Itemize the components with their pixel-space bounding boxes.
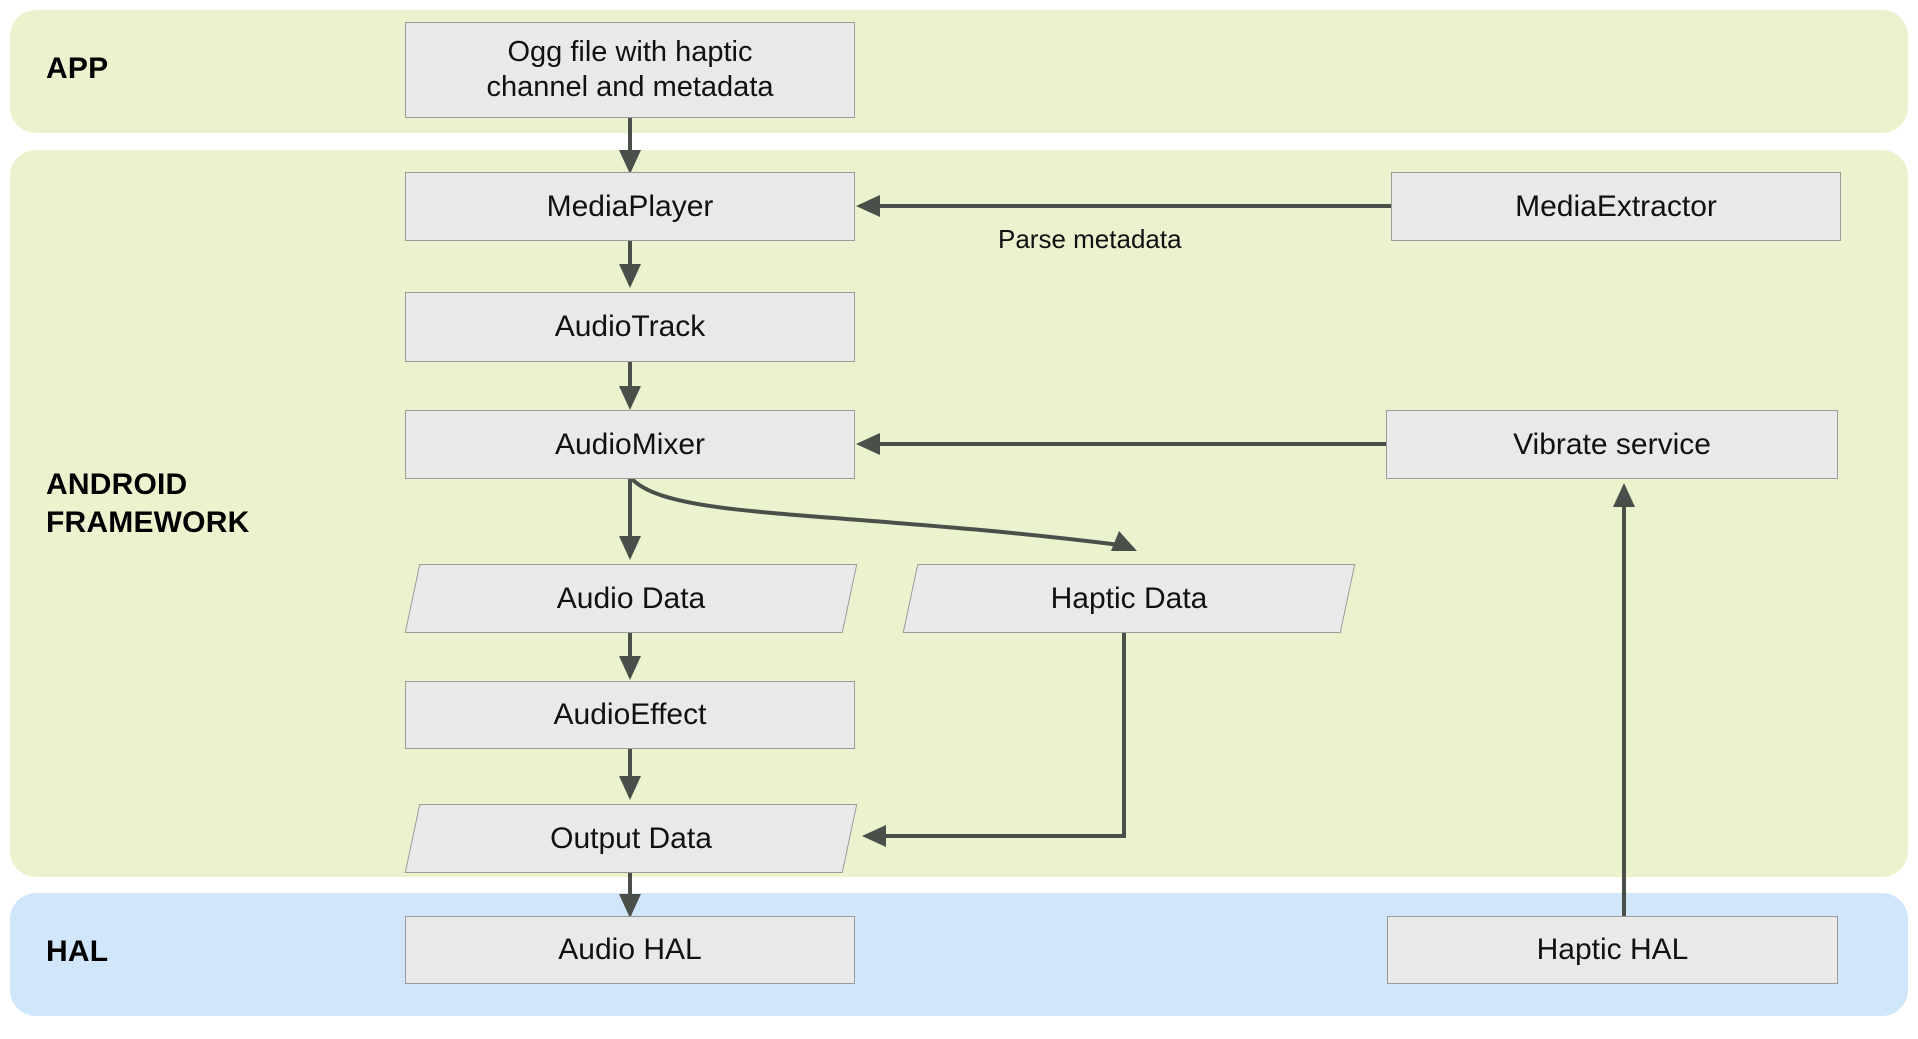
node-audioeffect[interactable]: AudioEffect [405, 681, 855, 749]
band-label-hal: HAL [46, 935, 109, 968]
node-audiomixer[interactable]: AudioMixer [405, 410, 855, 479]
edge-label-parse-metadata: Parse metadata [998, 224, 1182, 254]
node-haptic-data[interactable]: Haptic Data [902, 564, 1356, 633]
node-mediaplayer[interactable]: MediaPlayer [405, 172, 855, 241]
node-vibrate-service-label: Vibrate service [1513, 427, 1711, 461]
node-audiotrack-label: AudioTrack [554, 310, 706, 343]
node-ogg-file[interactable]: Ogg file with haptic channel and metadat… [405, 22, 855, 118]
node-ogg-file-label: Ogg file with haptic channel and metadat… [486, 35, 774, 103]
node-output-data[interactable]: Output Data [404, 804, 858, 873]
node-audio-data[interactable]: Audio Data [404, 564, 858, 633]
node-output-data-label: Output Data [550, 821, 712, 855]
node-mediaextractor-label: MediaExtractor [1515, 189, 1717, 223]
node-haptic-data-label: Haptic Data [1050, 581, 1208, 615]
band-framework [10, 150, 1908, 877]
node-audio-hal[interactable]: Audio HAL [405, 916, 855, 984]
node-vibrate-service[interactable]: Vibrate service [1386, 410, 1838, 479]
band-app [10, 10, 1908, 133]
band-label-app: APP [46, 52, 109, 85]
node-mediaplayer-label: MediaPlayer [546, 189, 714, 223]
node-audiomixer-label: AudioMixer [554, 427, 706, 461]
node-mediaextractor[interactable]: MediaExtractor [1391, 172, 1841, 241]
node-haptic-hal-label: Haptic HAL [1536, 933, 1689, 966]
node-audiotrack[interactable]: AudioTrack [405, 292, 855, 362]
node-audio-hal-label: Audio HAL [558, 933, 702, 966]
node-haptic-hal[interactable]: Haptic HAL [1387, 916, 1838, 984]
node-audioeffect-label: AudioEffect [553, 698, 707, 731]
node-audio-data-label: Audio Data [556, 581, 706, 615]
band-label-framework: ANDROID FRAMEWORK [46, 468, 250, 540]
